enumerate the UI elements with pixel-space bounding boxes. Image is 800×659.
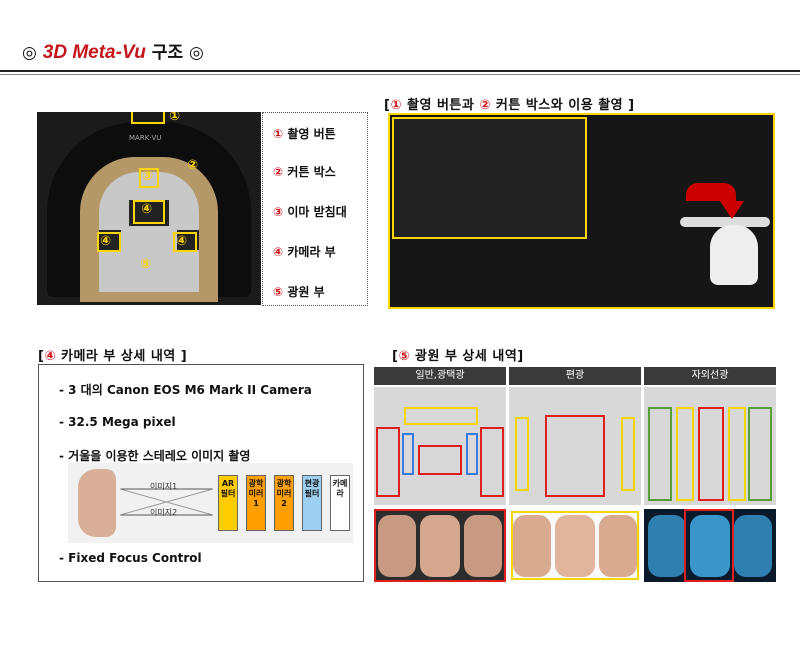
face-left-view [378,515,416,577]
device-legend: ① 촬영 버튼 ② 커튼 박스 ③ 이마 받침대 ④ 카메라 부 ⑤ 광원 부 [262,112,368,306]
device-photo: MARK·VU ① ② ③ ④ ④ ④ ⑤ [37,112,261,305]
face-left-view [648,515,686,577]
column-header-polarized: 편광 [509,367,641,385]
callout-2: ② [187,158,199,173]
right-camera-highlight [173,232,197,252]
light-source-photos: 일반,광택광 편광 자외선광 [374,367,776,582]
callout-4-center: ④ [141,202,153,217]
camera-spec-item: - 32.5 Mega pixel [59,415,176,429]
highlight-center [698,407,724,501]
column-header-uv: 자외선광 [644,367,776,385]
legend-item: ⑤ 광원 부 [273,285,325,299]
curtain-arrow [686,183,736,201]
highlight-center-panel [545,415,605,497]
camera-box: 카메라 [330,475,350,531]
face-profile-image [78,469,116,537]
left-camera-highlight [97,232,121,252]
light-section-heading: [⑤ 광원 부 상세 내역] [392,349,524,364]
highlight-right-lights [480,427,504,497]
callout-1: ① [169,112,181,124]
highlight-right-uv [748,407,772,501]
legend-item: ④ 카메라 부 [273,245,336,259]
highlight-right-inner [728,407,746,501]
highlight-left-uv [648,407,672,501]
page-title: ◎ 3D Meta-Vu 구조 ◎ [22,38,204,64]
callout-4-right: ④ [176,234,188,249]
face-front-view [420,515,460,577]
left-camera [99,230,121,250]
highlight-left-lights [515,417,529,491]
face-right-view [599,515,637,577]
highlight-left-inner [402,433,414,475]
image-label-2: 이미지2 [150,508,178,517]
title-rule-thin [0,74,800,75]
camera-detail-box: - 3 대의 Canon EOS M6 Mark II Camera - 32.… [38,364,364,582]
face-right-view [464,515,502,577]
callout-5: ⑤ [140,257,152,272]
face-left-view [513,515,551,577]
highlight-top [404,407,478,425]
column-header-general: 일반,광택광 [374,367,506,385]
callout-3: ③ [142,169,154,184]
face-front-view [555,515,595,577]
curtain-arrow-head [720,201,744,219]
title-brand: 3D Meta-Vu [42,42,146,63]
highlight-right-lights [621,417,635,491]
title-rule-thick [0,70,800,72]
forehead-rest-highlight [139,168,159,188]
optical-path-lines [119,488,214,516]
polarizing-filter-box: 편광 필터 [302,475,322,531]
center-camera [129,200,169,226]
highlight-left-lights [376,427,400,497]
highlight-right-inner [466,433,478,475]
button-highlight [131,112,165,124]
capture-photo [388,113,775,309]
general-light-chamber-photo [374,387,506,505]
button-closeup-inset [392,117,587,239]
camera-spec-item: - 거울을 이용한 스테레오 이미지 촬영 [59,449,251,463]
general-light-face-photos [374,509,506,582]
highlight-frame [374,509,506,582]
image-label-1: 이미지1 [150,482,178,491]
legend-item: ③ 이마 받침대 [273,205,347,219]
title-prefix: ◎ [22,43,43,63]
capture-section-heading: [① 촬영 버튼과 ② 커튼 박스와 이용 촬영 ] [384,98,635,113]
optical-path-diagram: 이미지1 이미지2 AR 필터 광학 미러1 광학 미러2 편광 필터 카메라 [68,463,353,543]
highlight-frame [511,511,639,580]
uv-light-face-photos [644,509,776,582]
camera-spec-item: - Fixed Focus Control [59,551,202,565]
highlight-left-inner [676,407,694,501]
face-right-view [734,515,772,577]
callout-4-left: ④ [100,234,112,249]
camera-spec-item: - 3 대의 Canon EOS M6 Mark II Camera [59,383,312,397]
right-camera [177,230,199,250]
camera-section-heading: [④ 카메라 부 상세 내역 ] [38,349,188,364]
polarized-light-face-photos [509,509,641,582]
face-front-view [690,515,730,577]
polarized-light-chamber-photo [509,387,641,505]
uv-light-chamber-photo [644,387,776,505]
ar-filter-box: AR 필터 [218,475,238,531]
legend-item: ① 촬영 버튼 [273,127,336,141]
highlight-center [418,445,462,475]
center-camera-highlight [133,200,165,224]
hood-edge [680,217,770,227]
highlight-front [684,509,734,582]
optical-mirror-1-box: 광학 미러1 [246,475,266,531]
mannequin-head [710,225,758,285]
legend-item: ② 커튼 박스 [273,165,336,179]
title-suffix: 구조 ◎ [145,43,204,63]
device-brand-label: MARK·VU [129,134,162,142]
optical-mirror-2-box: 광학 미러2 [274,475,294,531]
